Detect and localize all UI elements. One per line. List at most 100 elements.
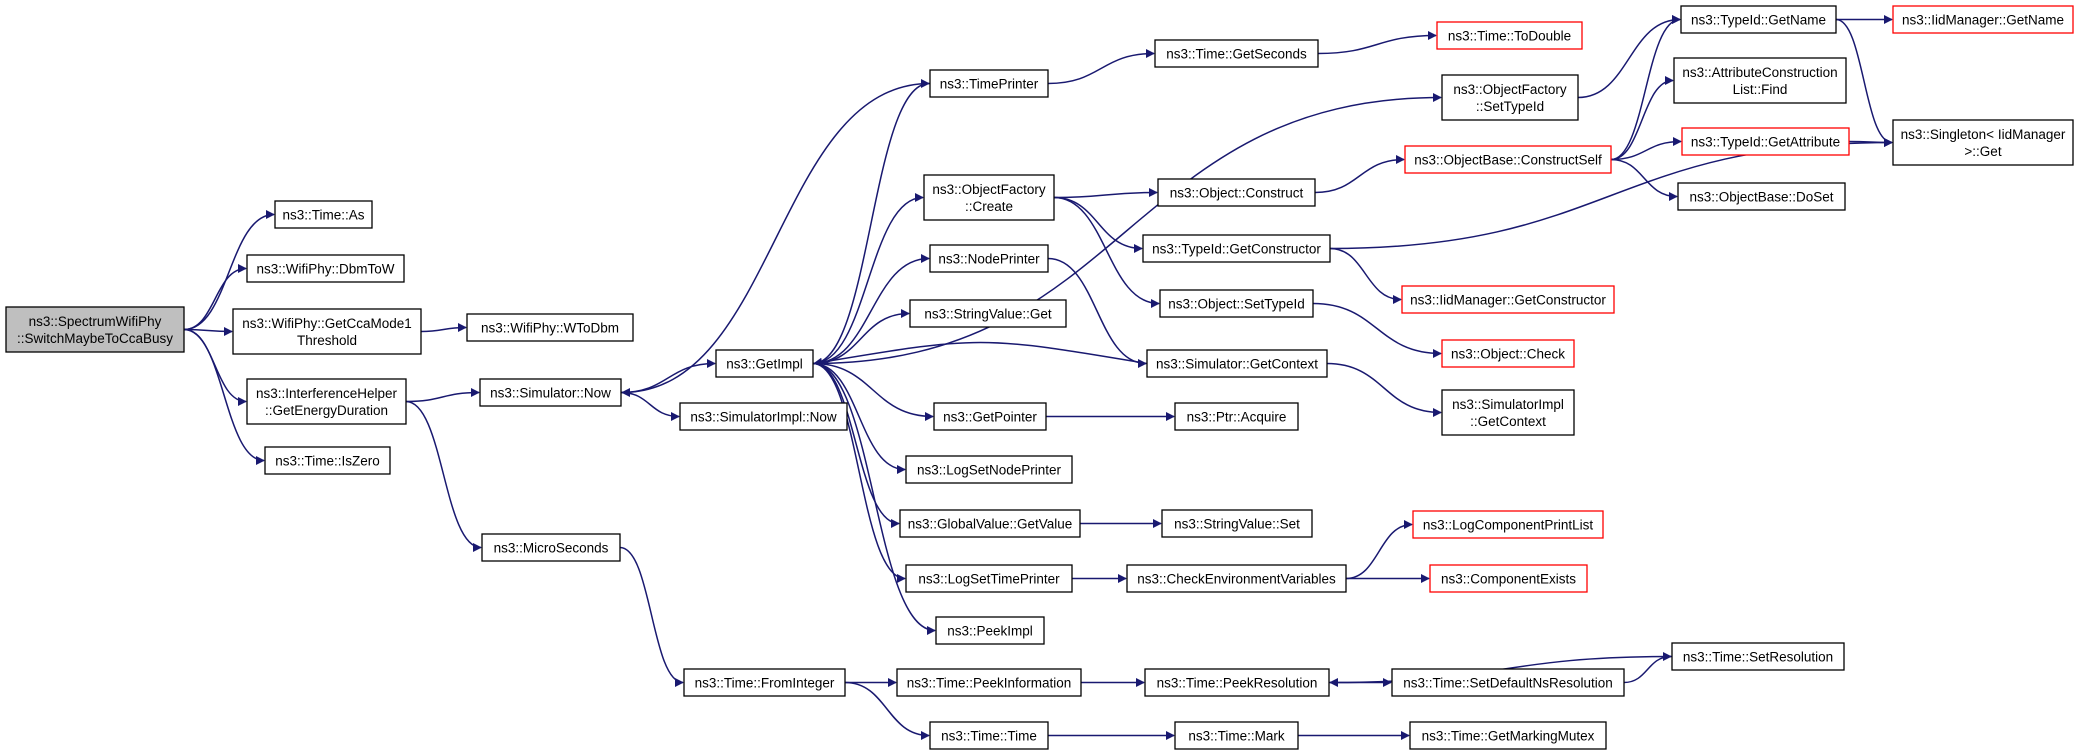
node-box[interactable] [1892, 5, 2074, 34]
node-of-create[interactable]: ns3::ObjectFactory::Create [923, 174, 1055, 221]
node-ih-getenergy[interactable]: ns3::InterferenceHelper::GetEnergyDurati… [246, 378, 407, 425]
node-box[interactable] [1671, 642, 1845, 671]
node-box[interactable] [1146, 349, 1328, 378]
node-box[interactable] [1154, 39, 1319, 68]
node-logsettime[interactable]: ns3::LogSetTimePrinter [905, 564, 1073, 593]
node-gv-getvalue[interactable]: ns3::GlobalValue::GetValue [899, 509, 1081, 538]
node-peekinfo[interactable]: ns3::Time::PeekInformation [896, 668, 1082, 697]
node-box[interactable] [1391, 668, 1625, 697]
node-typeid-getattr[interactable]: ns3::TypeId::GetAttribute [1681, 127, 1850, 156]
node-checkenv[interactable]: ns3::CheckEnvironmentVariables [1126, 564, 1347, 593]
node-box[interactable] [1144, 668, 1330, 697]
node-ob-doset[interactable]: ns3::ObjectBase::DoSet [1677, 182, 1846, 211]
node-box[interactable] [1174, 402, 1299, 431]
node-box[interactable] [683, 668, 846, 697]
node-box[interactable] [466, 313, 634, 342]
node-logcomplist[interactable]: ns3::LogComponentPrintList [1412, 510, 1604, 539]
node-box[interactable] [1157, 178, 1316, 207]
node-box[interactable] [1680, 5, 1837, 34]
node-box[interactable] [929, 69, 1049, 98]
node-strval-get[interactable]: ns3::StringValue::Get [909, 299, 1067, 328]
node-simimpl-now[interactable]: ns3::SimulatorImpl::Now [679, 402, 848, 431]
node-box[interactable] [1159, 289, 1314, 318]
node-time-mark[interactable]: ns3::Time::Mark [1174, 721, 1299, 750]
node-box[interactable] [679, 402, 848, 431]
node-box[interactable] [246, 254, 405, 283]
node-typeid-getname[interactable]: ns3::TypeId::GetName [1680, 5, 1837, 34]
node-box[interactable] [715, 349, 814, 378]
node-box[interactable] [274, 200, 373, 229]
node-obj-check[interactable]: ns3::Object::Check [1441, 339, 1575, 368]
node-iid-getctor[interactable]: ns3::IidManager::GetConstructor [1401, 285, 1615, 314]
node-box[interactable] [1673, 57, 1847, 104]
node-ptr-acquire[interactable]: ns3::Ptr::Acquire [1174, 402, 1299, 431]
node-time-time[interactable]: ns3::Time::Time [929, 721, 1049, 750]
node-box[interactable] [1892, 119, 2074, 166]
node-box[interactable] [1441, 389, 1575, 436]
node-box[interactable] [1677, 182, 1846, 211]
node-box[interactable] [264, 446, 391, 475]
node-getpointer[interactable]: ns3::GetPointer [933, 402, 1047, 431]
node-box[interactable] [5, 306, 185, 353]
node-box[interactable] [905, 455, 1073, 484]
node-time-as[interactable]: ns3::Time::As [274, 200, 373, 229]
node-microseconds[interactable]: ns3::MicroSeconds [481, 533, 621, 562]
node-box[interactable] [232, 308, 422, 355]
node-box[interactable] [1441, 339, 1575, 368]
node-nodeprinter[interactable]: ns3::NodePrinter [929, 244, 1049, 273]
node-box[interactable] [246, 378, 407, 425]
node-simimpl-getcontext[interactable]: ns3::SimulatorImpl::GetContext [1441, 389, 1575, 436]
node-box[interactable] [909, 299, 1067, 328]
node-box[interactable] [933, 402, 1047, 431]
node-getseconds[interactable]: ns3::Time::GetSeconds [1154, 39, 1319, 68]
node-box[interactable] [1142, 234, 1331, 263]
node-peekres[interactable]: ns3::Time::PeekResolution [1144, 668, 1330, 697]
node-strval-set[interactable]: ns3::StringValue::Set [1161, 509, 1313, 538]
node-todouble[interactable]: ns3::Time::ToDouble [1436, 21, 1583, 50]
node-box[interactable] [899, 509, 1081, 538]
node-wtodbm[interactable]: ns3::WifiPhy::WToDbm [466, 313, 634, 342]
node-box[interactable] [1681, 127, 1850, 156]
node-box[interactable] [1126, 564, 1347, 593]
node-dbmtow[interactable]: ns3::WifiPhy::DbmToW [246, 254, 405, 283]
node-box[interactable] [935, 616, 1045, 645]
node-box[interactable] [1412, 510, 1604, 539]
node-box[interactable] [929, 721, 1049, 750]
node-logsetnode[interactable]: ns3::LogSetNodePrinter [905, 455, 1073, 484]
node-box[interactable] [1441, 74, 1579, 121]
node-setresolution[interactable]: ns3::Time::SetResolution [1671, 642, 1845, 671]
node-box[interactable] [479, 378, 622, 407]
node-box[interactable] [1429, 564, 1588, 593]
node-singleton-get[interactable]: ns3::Singleton< IidManager >::Get [1892, 119, 2074, 166]
node-box[interactable] [929, 244, 1049, 273]
node-obj-settypeid[interactable]: ns3::Object::SetTypeId [1159, 289, 1314, 318]
node-time-iszero[interactable]: ns3::Time::IsZero [264, 446, 391, 475]
node-box[interactable] [923, 174, 1055, 221]
node-getmarkingmutex[interactable]: ns3::Time::GetMarkingMutex [1409, 721, 1607, 750]
node-peekimpl[interactable]: ns3::PeekImpl [935, 616, 1045, 645]
node-typeid-getctor[interactable]: ns3::TypeId::GetConstructor [1142, 234, 1331, 263]
node-root[interactable]: ns3::SpectrumWifiPhy::SwitchMaybeToCcaBu… [5, 306, 185, 353]
node-iid-getname[interactable]: ns3::IidManager::GetName [1892, 5, 2074, 34]
node-of-settypeid[interactable]: ns3::ObjectFactory::SetTypeId [1441, 74, 1579, 121]
node-box[interactable] [1401, 285, 1615, 314]
node-box[interactable] [1409, 721, 1607, 750]
node-obj-construct[interactable]: ns3::Object::Construct [1157, 178, 1316, 207]
node-getimpl[interactable]: ns3::GetImpl [715, 349, 814, 378]
node-timeprinter[interactable]: ns3::TimePrinter [929, 69, 1049, 98]
node-box[interactable] [896, 668, 1082, 697]
node-ob-constructself[interactable]: ns3::ObjectBase::ConstructSelf [1404, 145, 1612, 174]
node-box[interactable] [1161, 509, 1313, 538]
node-sim-getcontext[interactable]: ns3::Simulator::GetContext [1146, 349, 1328, 378]
node-box[interactable] [1404, 145, 1612, 174]
node-box[interactable] [1174, 721, 1299, 750]
node-box[interactable] [905, 564, 1073, 593]
node-box[interactable] [1436, 21, 1583, 50]
node-fromint[interactable]: ns3::Time::FromInteger [683, 668, 846, 697]
node-sim-now[interactable]: ns3::Simulator::Now [479, 378, 622, 407]
node-setdefaultns[interactable]: ns3::Time::SetDefaultNsResolution [1391, 668, 1625, 697]
node-compexists[interactable]: ns3::ComponentExists [1429, 564, 1588, 593]
node-box[interactable] [481, 533, 621, 562]
